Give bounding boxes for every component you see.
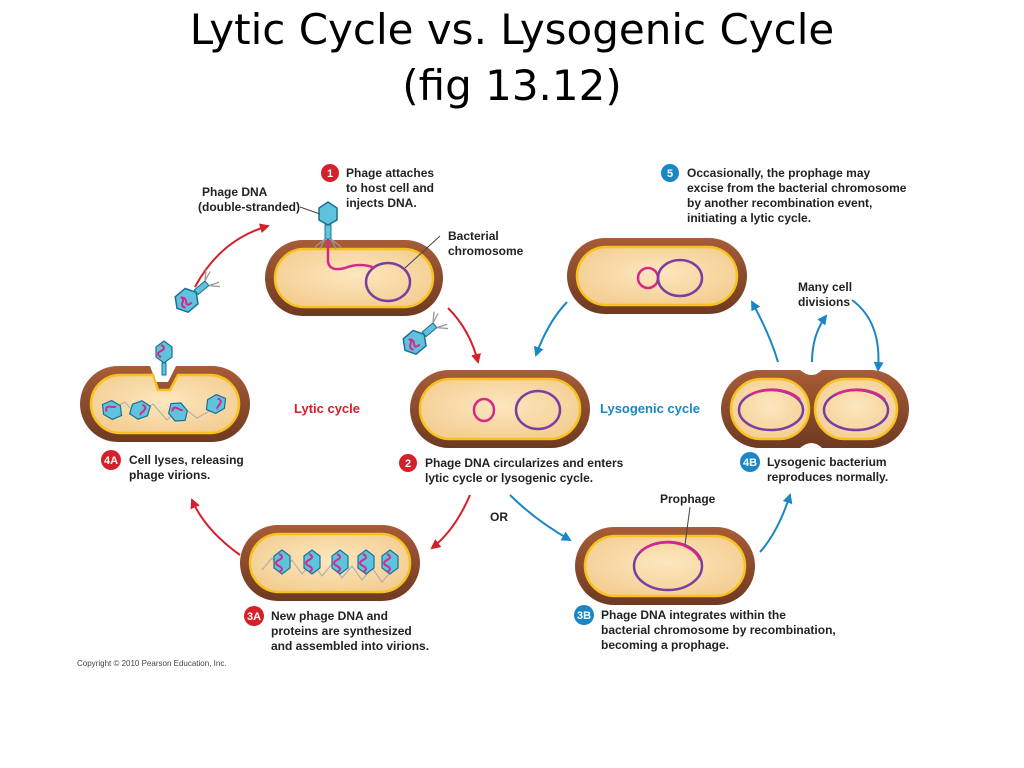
phage-dna-label: Phage DNA (double-stranded) xyxy=(198,185,300,214)
free-phage-icon xyxy=(168,267,223,318)
step-5-number: 5 xyxy=(667,168,673,180)
step-4b-badge xyxy=(740,452,760,472)
step-1-number: 1 xyxy=(327,168,333,180)
bacterial-chromosome-icon xyxy=(514,389,562,431)
step-3b-caption: 3B Phage DNA integrates within the bacte… xyxy=(574,605,839,652)
svg-text:Occasionally, the prophage may: Occasionally, the prophage may excise fr… xyxy=(687,166,910,225)
many-cell-divisions-label: Many cell divisions xyxy=(798,280,855,309)
lytic-cycle-label: Lytic cycle xyxy=(294,401,360,416)
step-1-badge xyxy=(321,164,339,182)
step-4a-caption: 4A Cell lyses, releasing phage virions. xyxy=(101,450,247,482)
step-3a-caption: 3A New phage DNA and proteins are synthe… xyxy=(244,606,429,653)
or-label: OR xyxy=(490,510,508,524)
free-phage-icon xyxy=(396,309,451,360)
step-2-badge xyxy=(399,454,417,472)
cell-step-4b xyxy=(721,370,909,448)
cell-step-4a xyxy=(80,340,250,442)
step-3a-badge xyxy=(244,606,264,626)
cell-step-1 xyxy=(265,201,443,316)
cell-step-3a xyxy=(240,525,420,601)
slide-title-line2: (fig 13.12) xyxy=(402,61,622,110)
new-virions-icon xyxy=(261,549,399,583)
prophage-label: Prophage xyxy=(660,492,716,506)
step-5-caption: 5 Occasionally, the prophage may excise … xyxy=(661,164,910,225)
slide-title-line1: Lytic Cycle vs. Lysogenic Cycle xyxy=(189,5,835,54)
bacterial-chromosome-label: Bacterial chromosome xyxy=(448,229,524,258)
step-4a-badge xyxy=(101,450,121,470)
lysogenic-cycle-label: Lysogenic cycle xyxy=(600,401,700,416)
cell-step-2 xyxy=(410,370,590,448)
lysogen-chromosome-icon xyxy=(737,388,890,432)
attaching-phage-icon xyxy=(314,201,342,250)
step-2-caption: 2 Phage DNA circularizes and enters lyti… xyxy=(399,454,627,485)
step-1-caption: 1 Phage attaches to host cell and inject… xyxy=(321,164,437,210)
cell-step-5 xyxy=(567,238,747,314)
step-3a-number: 3A xyxy=(247,611,261,623)
bacterial-chromosome-icon xyxy=(364,261,412,303)
lysogenic-cycle-arrows xyxy=(509,299,884,553)
step-4a-number: 4A xyxy=(104,455,118,467)
cell-step-3b xyxy=(575,506,755,605)
svg-text:New phage DNA and protei: New phage DNA and proteins are synthesiz… xyxy=(271,609,429,653)
step-3b-badge xyxy=(574,605,594,625)
lytic-cycle-arrows xyxy=(190,223,481,556)
phage-dna-circle-icon xyxy=(472,397,496,423)
released-virions-icon xyxy=(101,340,227,422)
copyright-text: Copyright © 2010 Pearson Education, Inc. xyxy=(77,659,227,668)
step-5-badge xyxy=(661,164,679,182)
svg-text:Phage DNA circularizes and ent: Phage DNA circularizes and enters lytic … xyxy=(425,456,627,485)
svg-text:Phage DNA integrates within th: Phage DNA integrates within the bacteria… xyxy=(601,608,839,652)
svg-text:Lysogenic bacterium repr: Lysogenic bacterium reproduces normally. xyxy=(767,455,890,484)
step-4b-caption: 4B Lysogenic bacterium reproduces normal… xyxy=(740,452,890,484)
step-2-number: 2 xyxy=(405,458,411,470)
step-3b-number: 3B xyxy=(577,610,591,622)
bacterial-chromosome-icon xyxy=(656,258,704,298)
prophage-icon xyxy=(639,541,702,561)
injected-dna-icon xyxy=(326,232,376,271)
slide-title: Lytic Cycle vs. Lysogenic Cycle (fig 13.… xyxy=(0,0,1024,114)
svg-text:Phage attaches to host c: Phage attaches to host cell and injects … xyxy=(346,166,437,210)
svg-text:Cell lyses, releasing ph: Cell lyses, releasing phage virions. xyxy=(129,453,247,482)
step-4b-number: 4B xyxy=(743,457,757,469)
